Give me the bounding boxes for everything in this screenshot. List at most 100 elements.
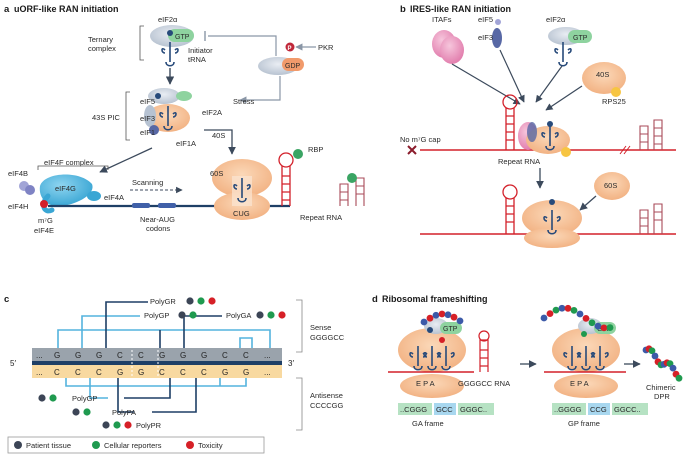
legend-reporters: Cellular reporters [104,441,162,450]
gtp-label-top: GTP [175,34,190,41]
peptide-chain-left [420,310,464,326]
ires-hairpin [502,94,518,150]
s40-label-b: 40S [596,70,609,79]
codon-box [612,403,648,415]
evidence-dot [256,311,264,319]
amino-acid-bead [669,364,677,372]
antisense-strand-bar [32,365,282,378]
phospho-icon [285,42,295,52]
antisense-base-7: C [201,368,207,377]
frame-label-left: GA frame [412,419,444,428]
evidence-dot [124,421,132,429]
near-aug-label-1: Near-AUG [140,215,175,224]
sense-strand-bar [32,348,282,361]
sense-ellipsis-left: ... [36,351,43,360]
pkr-label: PKR [318,43,334,52]
itafs-label: ITAFs [432,15,452,24]
panel-d-letter: d [372,294,378,305]
evidence-dot [186,297,194,305]
codon-text: CCG [590,405,607,414]
amino-acid-bead [570,306,578,314]
product-polygp-sense: PolyGP [144,311,169,320]
sense-base-9: C [243,351,249,360]
antisense-base-8: G [222,368,228,377]
repeat-hairpins-b [639,119,663,150]
antisense-base-1: C [75,368,81,377]
amino-acid-bead [648,347,656,355]
panel-b-title: IRES-like RAN initiation [410,4,511,14]
legend-toxicity: Toxicity [198,441,223,450]
cug-label: CUG [233,209,250,218]
product-polygp-antisense: PolyGP [72,394,97,403]
m7g-label: m⁷G [38,216,53,225]
eif3-shape-b [492,28,502,48]
amino-acid-bead [558,304,566,312]
evidence-dot [72,408,80,416]
sense-base-3: C [117,351,123,360]
evidence-dot [197,297,205,305]
eif4h-label: eIF4H [8,202,28,211]
amino-acid-bead [444,311,452,319]
eif4e-label: eIF4E [34,226,54,235]
s60-label-b: 60S [604,181,617,190]
initiator-label-2: tRNA [188,55,206,64]
amino-acid-bead [600,324,608,332]
legend-box [7,436,265,454]
chimeric-label-1: Chimeric [646,383,676,392]
gtp-label-d-left: GTP [443,326,458,333]
sense-base-6: G [180,351,186,360]
peptide-chain-right [540,304,614,332]
rps25-label: RPS25 [602,97,626,106]
sense-base-7: G [201,351,207,360]
eif4f-label: eIF4F complex [44,158,94,167]
codon-text: GGGC.. [460,405,487,414]
initiator-label-1: Initiator [188,46,213,55]
antisense-base-3: G [117,368,123,377]
near-aug-label-2: codons [146,224,170,233]
sense-product-lines [57,301,271,348]
no-cap-label: No m⁷G cap [400,135,441,144]
amino-acid-bead [540,314,548,322]
antisense-seq-label: CCCCGG [310,401,343,410]
chimeric-dpr-chain [642,345,683,382]
panel-a-letter: a [4,4,10,15]
sense-base-0: G [54,351,60,360]
evidence-dot [49,394,57,402]
evidence-dot [267,311,275,319]
evidence-dot [38,394,46,402]
gdp-pill [282,58,304,71]
codons-left: ..CGGG GCC GGGC.. [398,403,494,415]
codon-text: GCC [436,405,453,414]
sense-base-5: G [159,351,165,360]
sense-ellipsis-right: ... [264,351,271,360]
evidence-dot [189,311,197,319]
panel-b-letter: b [400,4,406,15]
amino-acid-bead [426,314,434,322]
antisense-ellipsis-left: ... [36,368,43,377]
amino-acid-bead [606,324,614,331]
amino-acid-bead [651,352,659,360]
antisense-base-0: C [54,368,60,377]
amino-acid-bead [438,310,446,318]
eif2a-label-top: eIF2α [158,15,178,24]
codon-text: ..CGGG [400,405,427,414]
ternary-label-2: complex [88,44,116,53]
rbp-icon [293,149,303,159]
scanning-label: Scanning [132,178,163,187]
sense-seq-label: GGGGCC [310,333,345,342]
evidence-dot [113,421,121,429]
evidence-dot [208,297,216,305]
repeat-rna-label-a: Repeat RNA [300,213,342,222]
eif4g-label: eIF4G [55,184,76,193]
amino-acid-bead [450,313,458,321]
chimeric-label-2: DPR [654,392,670,401]
epa-right: E P A [570,379,589,388]
amino-acid-bead [675,374,683,382]
product-polyga: PolyGA [226,311,251,320]
product-polypr: PolyPR [136,421,162,430]
codon-box [434,403,456,415]
no-cap-x-icon [407,145,417,155]
